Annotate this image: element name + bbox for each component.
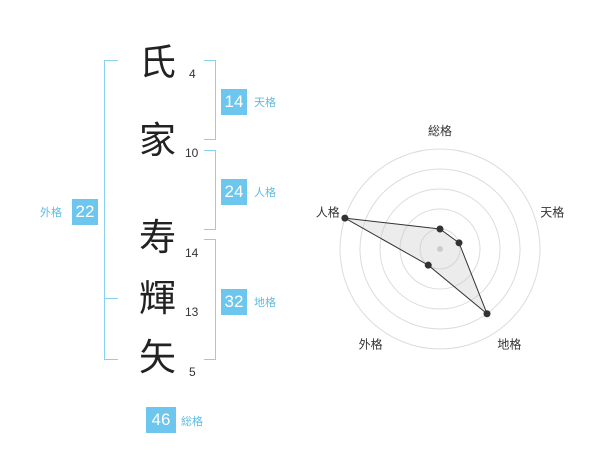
jinkaku-bracket — [204, 150, 216, 230]
stroke-count-2: 10 — [185, 146, 199, 160]
tenkaku-value: 14 — [221, 89, 247, 115]
gaikaku-divider — [104, 298, 118, 299]
stroke-count-4: 13 — [185, 305, 199, 319]
radar-axis-label-4: 外格 — [359, 336, 383, 351]
stroke-count-3: 14 — [185, 246, 199, 260]
soukaku-value: 46 — [146, 407, 176, 433]
radar-axis-label-1: 総格 — [428, 123, 452, 138]
radar-series-polygon — [344, 217, 488, 315]
soukaku-label: 総格 — [181, 415, 203, 428]
gaikaku-label: 外格 — [40, 206, 62, 219]
radar-grid-ring-3 — [379, 188, 501, 310]
radar-point-3 — [483, 310, 491, 318]
jinkaku-label: 人格 — [254, 186, 276, 199]
char-1: 氏 — [139, 41, 176, 84]
jinkaku-value: 24 — [221, 179, 247, 205]
chikaku-label: 地格 — [254, 296, 276, 309]
radar-axis-label-3: 地格 — [497, 336, 521, 351]
radar-axis-label-2: 天格 — [540, 205, 564, 220]
char-4: 輝 — [139, 277, 176, 320]
chikaku-value: 32 — [221, 289, 247, 315]
radar-point-5 — [341, 214, 349, 222]
stroke-count-5: 5 — [189, 365, 196, 379]
tenkaku-bracket — [204, 60, 216, 140]
chikaku-bracket — [204, 239, 216, 360]
radar-grid-ring-4 — [359, 168, 521, 330]
radar-axis-label-5: 人格 — [316, 205, 340, 220]
stroke-count-1: 4 — [189, 67, 196, 81]
gaikaku-value: 22 — [72, 199, 98, 225]
radar-center-dot — [437, 246, 443, 252]
gaikaku-bracket — [104, 60, 118, 360]
tenkaku-label: 天格 — [254, 96, 276, 109]
char-3: 寿 — [139, 216, 176, 259]
radar-point-4 — [424, 261, 432, 269]
char-5: 矢 — [139, 336, 176, 379]
radar-point-2 — [455, 239, 463, 247]
char-2: 家 — [139, 119, 176, 162]
radar-point-1 — [436, 225, 444, 233]
radar-grid-ring-5 — [339, 148, 541, 350]
